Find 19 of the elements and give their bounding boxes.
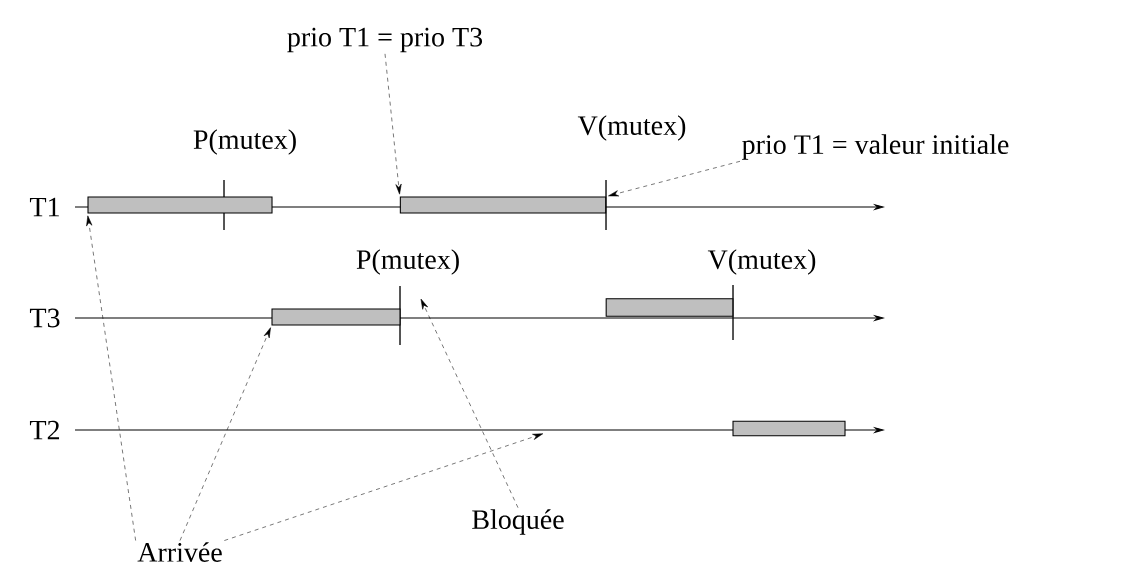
task-label: T2 xyxy=(29,420,60,440)
task-label: T1 xyxy=(29,197,59,217)
execution-bar xyxy=(271,308,401,326)
task-label: T3 xyxy=(29,308,60,328)
leader-arrow xyxy=(608,161,741,197)
leader-arrow xyxy=(86,215,136,541)
execution-bar xyxy=(732,420,846,437)
execution-bar xyxy=(605,298,734,317)
leader-arrow xyxy=(384,53,402,195)
annotation-text: Arrivée xyxy=(137,542,222,562)
leader-arrow xyxy=(420,298,519,508)
annotation-text: Bloquée xyxy=(472,509,564,535)
annotation-text: prio T1 = valeur initiale xyxy=(742,134,1009,160)
annotation-text: prio T1 = prio T3 xyxy=(287,27,483,53)
execution-bar xyxy=(87,196,273,214)
event-label: P(mutex) xyxy=(356,249,459,275)
leader-arrow xyxy=(224,433,544,541)
execution-bar xyxy=(399,196,607,214)
leader-arrow xyxy=(179,327,271,541)
